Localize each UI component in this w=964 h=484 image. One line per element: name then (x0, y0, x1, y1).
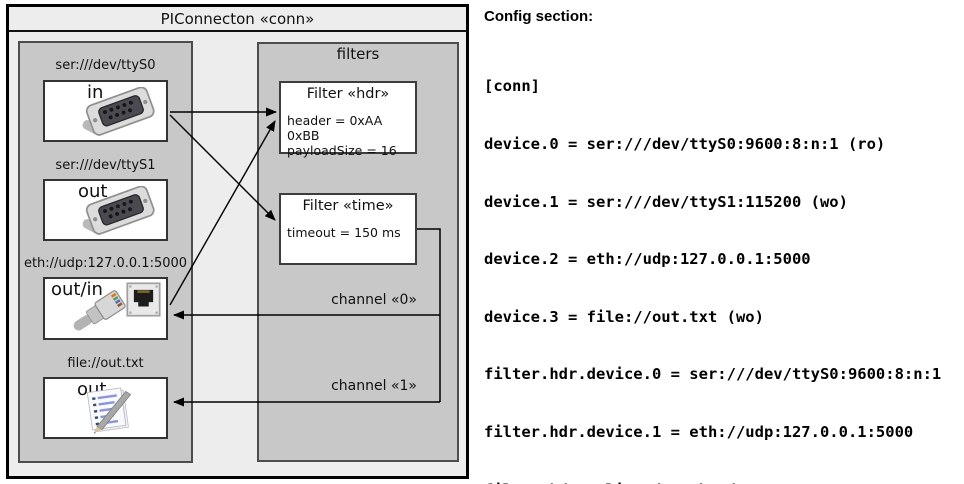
notepad-pencil-icon (86, 387, 132, 434)
config-line: filter.hdr.device.1 = eth://udp:127.0.0.… (484, 423, 914, 442)
config-line: filter.hdr.device.0 = ser:///dev/ttyS0:9… (484, 365, 942, 384)
diagram-title: PIConnecton «conn» (9, 7, 466, 32)
filter-time-property: timeout = 150 ms (287, 225, 401, 240)
config-line: device.0 = ser:///dev/ttyS0:9600:8:n:1 (… (484, 135, 886, 154)
config-line: [conn] (484, 77, 540, 96)
config-section-heading: Config section: (484, 8, 594, 25)
device-box-ttyS0: in (43, 80, 168, 142)
ethernet-plug-icon (73, 290, 126, 331)
device-label-ttyS1: ser:///dev/ttyS1 (55, 158, 156, 173)
device-box-file: out (43, 377, 168, 439)
config-line: device.2 = eth://udp:127.0.0.1:5000 (484, 250, 811, 269)
filter-hdr-property: header = 0xAA 0xBB (287, 113, 383, 143)
device-direction: in (87, 82, 104, 103)
filter-time-box: Filter «time» timeout = 150 ms (279, 193, 417, 265)
filters-panel-title: filters (336, 45, 380, 63)
serial-connector-icon (82, 186, 155, 235)
serial-connector-icon (82, 87, 155, 136)
device-box-ttyS1: out (43, 179, 168, 241)
filter-hdr-box: Filter «hdr» header = 0xAA 0xBB payloadS… (279, 81, 417, 158)
config-line: device.3 = file://out.txt (wo) (484, 307, 764, 326)
channel-1-label: channel «1» (331, 378, 417, 394)
filter-time-title: Filter «time» (302, 198, 394, 214)
device-label-file: file://out.txt (67, 356, 144, 371)
device-direction: out (78, 181, 108, 202)
device-label-ttyS0: ser:///dev/ttyS0 (55, 58, 156, 73)
config-line: device.1 = ser:///dev/ttyS1:115200 (wo) (484, 192, 848, 211)
device-box-eth: out/in (43, 277, 168, 340)
filter-hdr-title: Filter «hdr» (306, 86, 390, 102)
config-section: [conn] device.0 = ser:///dev/ttyS0:9600:… (484, 39, 951, 484)
channel-0-label: channel «0» (331, 292, 417, 308)
device-label-eth: eth://udp:127.0.0.1:5000 (23, 256, 188, 271)
config-line: filter.hdr.splitMode = header (484, 481, 951, 484)
ethernet-port-icon (126, 282, 161, 317)
filter-hdr-property: payloadSize = 16 (287, 143, 397, 158)
device-direction: out/in (51, 279, 103, 300)
